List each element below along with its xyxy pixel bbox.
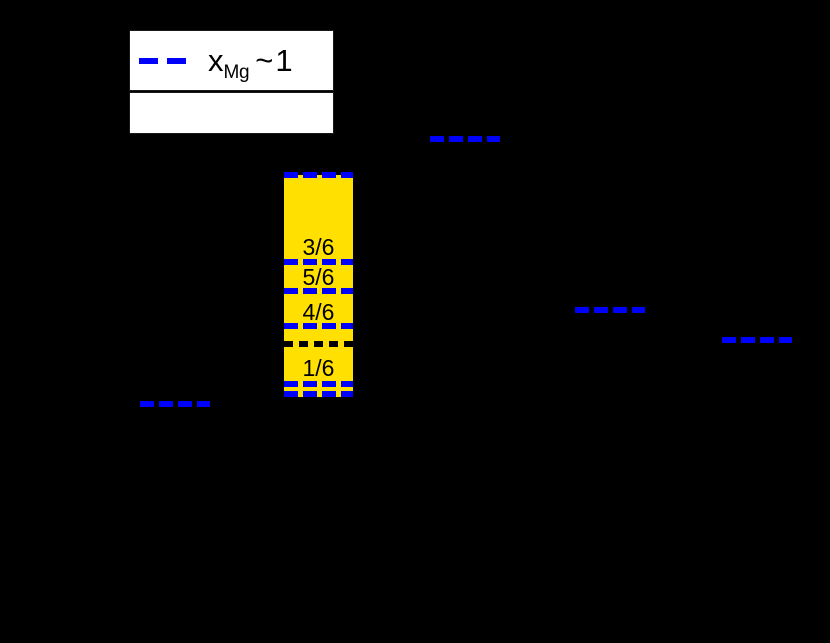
level-label-1-6: 1/6 (302, 355, 335, 381)
legend-label-tilde: ~ (255, 43, 274, 78)
legend-label-subscript: Mg (223, 62, 250, 83)
legend-label-symbol: x (208, 43, 224, 78)
level-line-3-6 (284, 259, 353, 265)
legend-label-value: 1 (275, 43, 293, 78)
legend-row-xmg[interactable]: xMg~1 (129, 30, 334, 91)
level-label-5-6: 5/6 (302, 264, 335, 290)
level-line-bottom (284, 391, 353, 397)
level-line-1-6 (284, 381, 353, 387)
legend-row-empty[interactable] (129, 92, 334, 134)
legend-label-xmg: xMg~1 (208, 39, 328, 87)
level-label-4-6: 4/6 (302, 299, 335, 325)
outer-level-line-left (140, 401, 210, 407)
level-line-4-6 (284, 323, 353, 329)
outer-level-line-mid-right (575, 307, 645, 313)
level-line-top (284, 172, 353, 178)
legend-label-empty (208, 101, 328, 149)
legend-dashed-line-icon (139, 58, 186, 64)
outer-level-line-upper (430, 136, 500, 142)
level-line-5-6 (284, 288, 353, 294)
stability-band (284, 175, 353, 397)
reference-line (284, 341, 353, 347)
outer-level-line-right (722, 337, 792, 343)
level-label-3-6: 3/6 (302, 234, 335, 260)
